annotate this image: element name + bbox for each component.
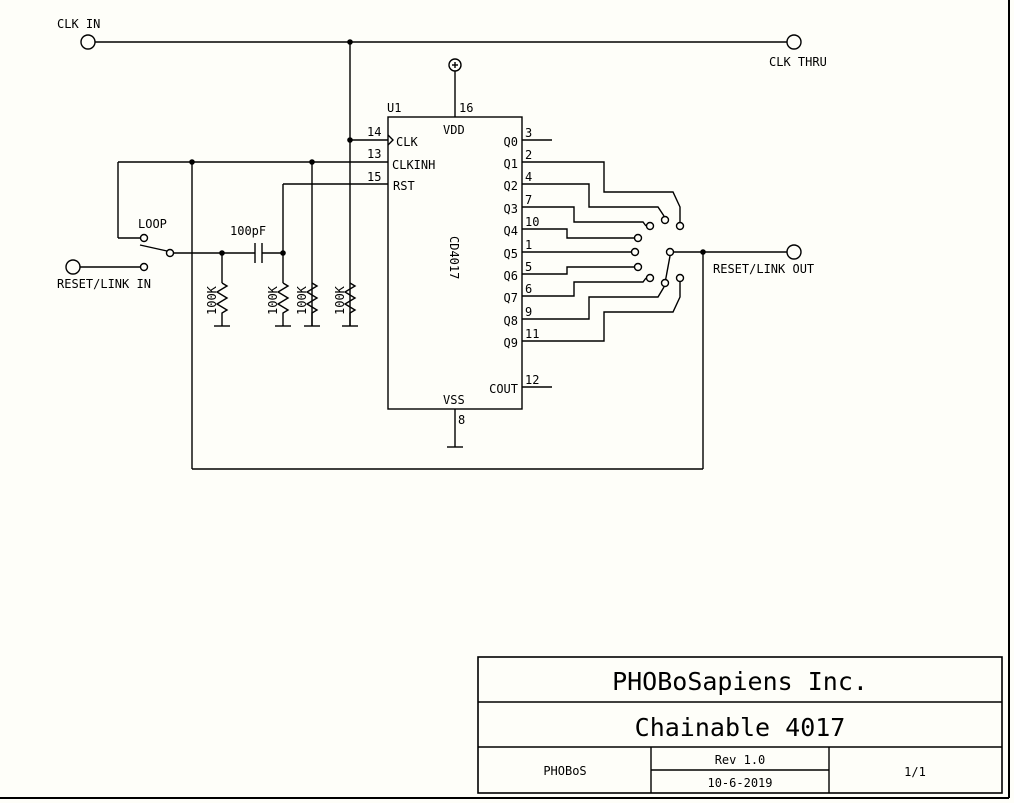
pin-num-q2: 4 — [525, 170, 532, 184]
capacitor-symbol — [254, 243, 263, 263]
pin-name-q8: Q8 — [504, 314, 518, 328]
clock-input-symbol — [387, 134, 394, 146]
clk-net — [94, 39, 787, 326]
resistor-value: 100K — [205, 285, 219, 315]
resistor-value: 100K — [266, 285, 280, 315]
title-block-author: PHOBoS — [543, 764, 586, 778]
pin-num-q4: 10 — [525, 215, 539, 229]
pin-num-q5: 1 — [525, 238, 532, 252]
pin-name-q0: Q0 — [504, 135, 518, 149]
selector-switch-wiring — [522, 139, 787, 388]
pin-name-q4: Q4 — [504, 224, 518, 238]
pin-num-q8: 9 — [525, 305, 532, 319]
selector-switch-contacts[interactable] — [630, 215, 685, 288]
capacitor-value: 100pF — [230, 224, 266, 238]
ground-symbol — [447, 409, 463, 448]
pin-num-q7: 6 — [525, 282, 532, 296]
ic-part-name: CD4017 — [447, 236, 461, 279]
title-block-sheet: 1/1 — [904, 765, 926, 779]
pin-num-q0: 3 — [525, 126, 532, 140]
resistor-3: 100K — [295, 282, 320, 327]
reset-link-out-label: RESET/LINK OUT — [713, 262, 814, 276]
pin-name-q7: Q7 — [504, 291, 518, 305]
pin-num-clk: 14 — [367, 125, 381, 139]
vdd-pin-number: 16 — [459, 101, 473, 115]
pin-name-q6: Q6 — [504, 269, 518, 283]
ic-ref: U1 — [387, 101, 401, 115]
resistor-value: 100K — [295, 285, 309, 315]
reset-link-in-terminal[interactable] — [65, 259, 81, 275]
title-block — [477, 656, 1003, 794]
resistor-4: 100K — [333, 282, 358, 327]
pin-num-q9: 11 — [525, 327, 539, 341]
pin-num-cout: 12 — [525, 373, 539, 387]
pin-num-q1: 2 — [525, 148, 532, 162]
reset-rc-net — [174, 184, 286, 283]
vss-pin-number: 8 — [458, 413, 465, 427]
clk-thru-label: CLK THRU — [769, 55, 827, 69]
pin-name-cout: COUT — [489, 382, 518, 396]
pin-num-q6: 5 — [525, 260, 532, 274]
pin-name-q1: Q1 — [504, 157, 518, 171]
resistor-group: 100K 100K 100K 100K — [205, 282, 358, 327]
clk-thru-terminal[interactable] — [786, 34, 802, 50]
resistor-2: 100K — [266, 282, 291, 327]
title-block-revision: Rev 1.0 — [715, 753, 766, 767]
title-block-title: Chainable 4017 — [635, 713, 846, 742]
pin-name-q9: Q9 — [504, 336, 518, 350]
left-pins: 14 CLK 13 CLKINH 15 RST — [118, 125, 435, 193]
pin-num-q3: 7 — [525, 193, 532, 207]
pin-name-rst: RST — [393, 179, 415, 193]
clk-in-label: CLK IN — [57, 17, 100, 31]
pin-name-clkinh: CLKINH — [392, 158, 435, 172]
pin-name-clk: CLK — [396, 135, 418, 149]
clkinh-net — [117, 159, 704, 470]
pin-num-rst: 15 — [367, 170, 381, 184]
title-block-company: PHOBoSapiens Inc. — [612, 667, 868, 696]
pin-name-q2: Q2 — [504, 179, 518, 193]
reset-link-out-terminal[interactable] — [786, 244, 802, 260]
resistor-value: 100K — [333, 285, 347, 315]
vdd-pin-label: VDD — [443, 123, 465, 137]
clk-in-terminal[interactable] — [80, 34, 96, 50]
pin-num-clkinh: 13 — [367, 147, 381, 161]
vss-pin-label: VSS — [443, 393, 465, 407]
title-block-date: 10-6-2019 — [707, 776, 772, 790]
resistor-1: 100K — [205, 282, 230, 327]
loop-switch[interactable] — [139, 233, 175, 272]
pin-name-q5: Q5 — [504, 247, 518, 261]
loop-switch-label: LOOP — [138, 217, 167, 231]
reset-link-in-label: RESET/LINK IN — [57, 277, 151, 291]
vdd-power-symbol — [448, 58, 462, 117]
pin-name-q3: Q3 — [504, 202, 518, 216]
